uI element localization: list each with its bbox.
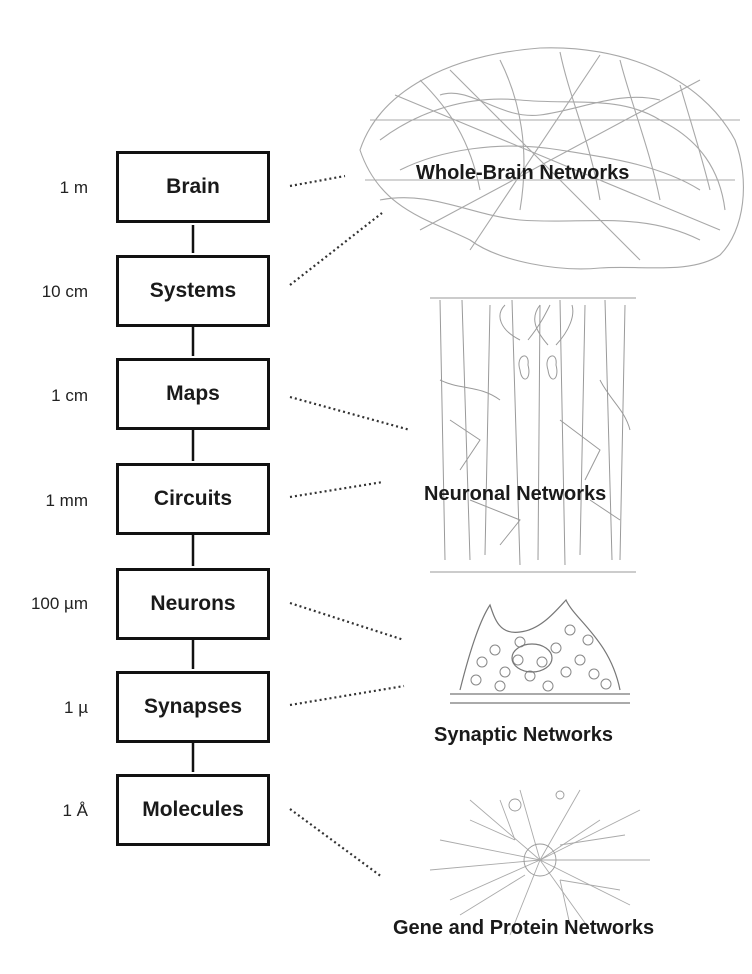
box-maps: Maps (116, 358, 270, 430)
synaptic-illustration (450, 600, 630, 703)
scale-label: 1 µ (0, 698, 88, 718)
brain-illustration (360, 48, 743, 269)
scale-label: 10 cm (0, 282, 88, 302)
neuronal-illustration (430, 298, 636, 572)
label-whole-brain-networks: Whole-Brain Networks (416, 162, 629, 185)
dotted-leaders (290, 176, 410, 877)
scale-label: 1 cm (0, 386, 88, 406)
box-circuits: Circuits (116, 463, 270, 535)
scale-label: 1 Å (0, 801, 88, 821)
box-neurons: Neurons (116, 568, 270, 640)
box-synapses: Synapses (116, 671, 270, 743)
label-synaptic-networks: Synaptic Networks (434, 724, 613, 747)
label-gene-protein-networks: Gene and Protein Networks (393, 917, 654, 940)
scale-label: 1 mm (0, 491, 88, 511)
gene-protein-illustration (430, 790, 650, 935)
label-neuronal-networks: Neuronal Networks (424, 483, 606, 506)
box-molecules: Molecules (116, 774, 270, 846)
box-systems: Systems (116, 255, 270, 327)
scale-label: 1 m (0, 178, 88, 198)
box-brain: Brain (116, 151, 270, 223)
scale-label: 100 µm (0, 594, 88, 614)
